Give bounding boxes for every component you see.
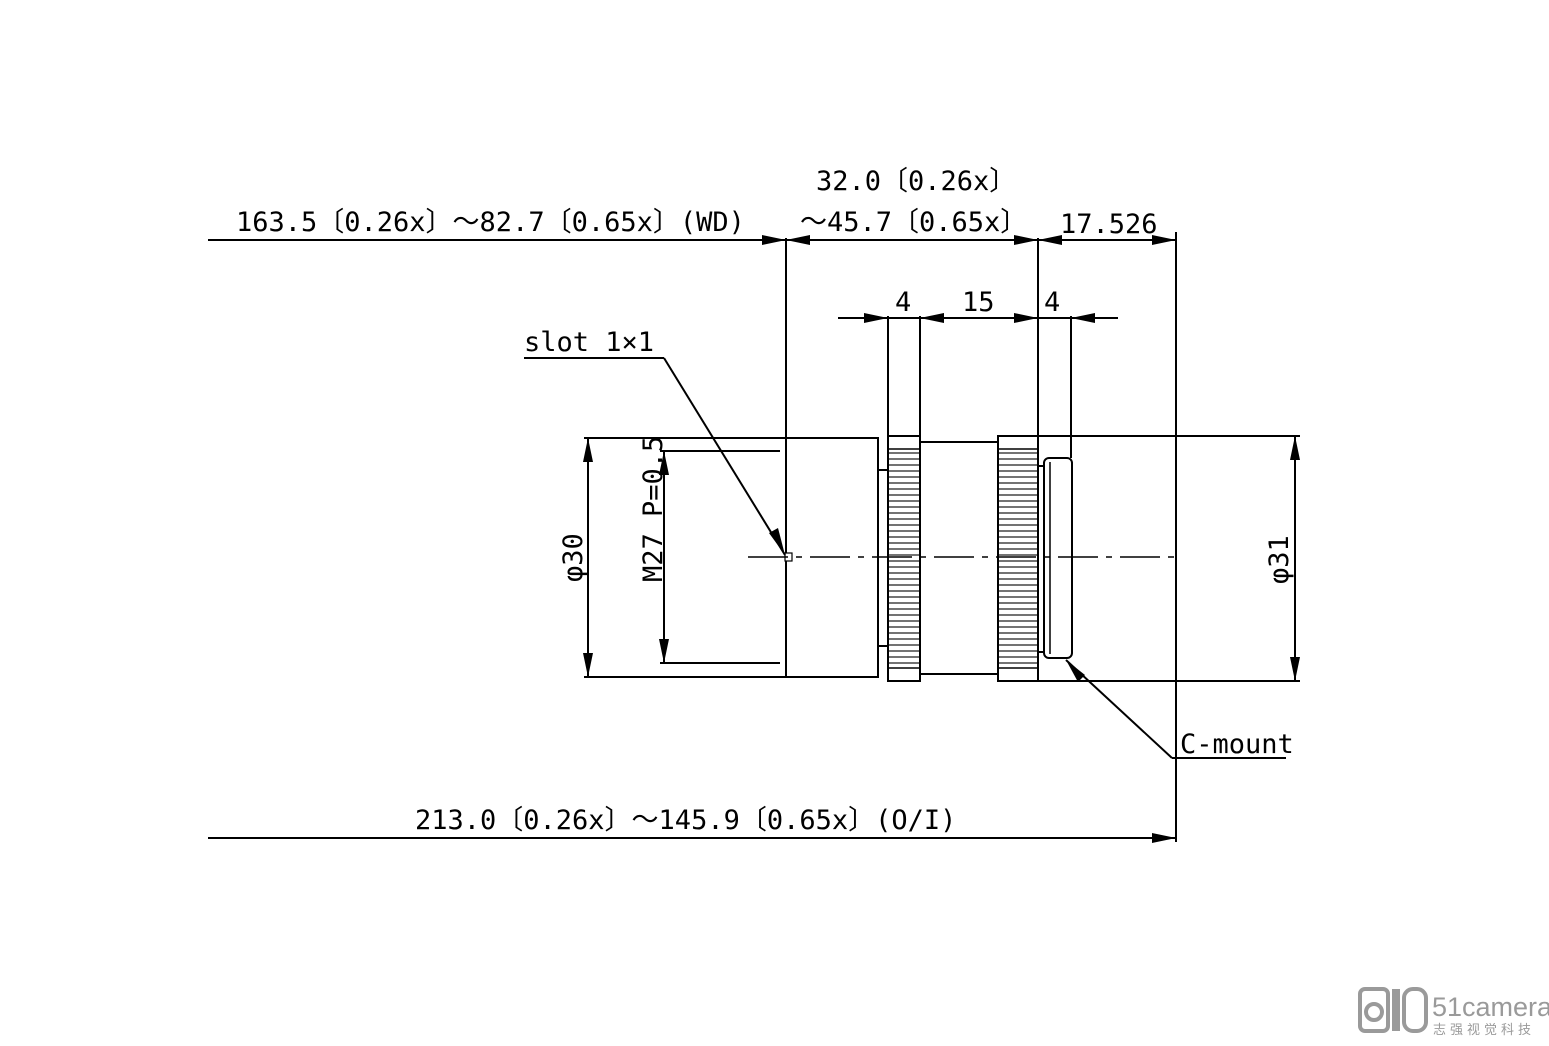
front-diameter-dimension: φ30 xyxy=(558,437,786,678)
front-step xyxy=(877,469,889,647)
length-dimension: 32.0〔0.26x〕 ～45.7〔0.65x〕 xyxy=(785,166,1038,438)
wd-label: 163.5〔0.26x〕～82.7〔0.65x〕(WD) xyxy=(236,207,745,238)
lens-body xyxy=(784,435,1073,682)
c-mount-callout: C-mount xyxy=(1065,659,1294,760)
c-mount-label: C-mount xyxy=(1180,729,1294,760)
flange-dimension: 17.526 xyxy=(1037,209,1177,842)
watermark-subtitle: 志强视觉科技 xyxy=(1433,1022,1535,1037)
thread-label: M27 P=0.5 xyxy=(638,436,669,582)
ring-dimensions: 4 15 4 xyxy=(838,287,1118,458)
camera-icon xyxy=(1358,987,1390,1033)
slot-label: slot 1×1 xyxy=(524,327,654,358)
rear-diameter-dimension: φ31 xyxy=(1038,435,1300,682)
ring-2-label: 4 xyxy=(1044,287,1060,318)
thread-dimension: M27 P=0.5 xyxy=(638,436,780,664)
length-label-bottom: ～45.7〔0.65x〕 xyxy=(800,207,1027,238)
ring-gap-label: 15 xyxy=(962,287,995,318)
ring-1-label: 4 xyxy=(895,287,911,318)
middle-barrel xyxy=(919,441,999,675)
oi-dimension: 213.0〔0.26x〕～145.9〔0.65x〕(O/I) xyxy=(208,805,1176,843)
length-label-top: 32.0〔0.26x〕 xyxy=(816,166,1016,197)
flange-label: 17.526 xyxy=(1060,209,1158,240)
slot-callout: slot 1×1 xyxy=(524,327,786,556)
oi-label: 213.0〔0.26x〕～145.9〔0.65x〕(O/I) xyxy=(415,805,956,836)
c-mount-flange xyxy=(1043,457,1073,659)
watermark-logo: 51camera 志强视觉科技 xyxy=(1358,987,1549,1037)
wd-dimension: 163.5〔0.26x〕～82.7〔0.65x〕(WD) xyxy=(208,207,786,245)
rear-diameter-label: φ31 xyxy=(1264,535,1295,584)
front-diameter-label: φ30 xyxy=(558,533,589,582)
watermark-brand: 51camera xyxy=(1432,992,1549,1022)
